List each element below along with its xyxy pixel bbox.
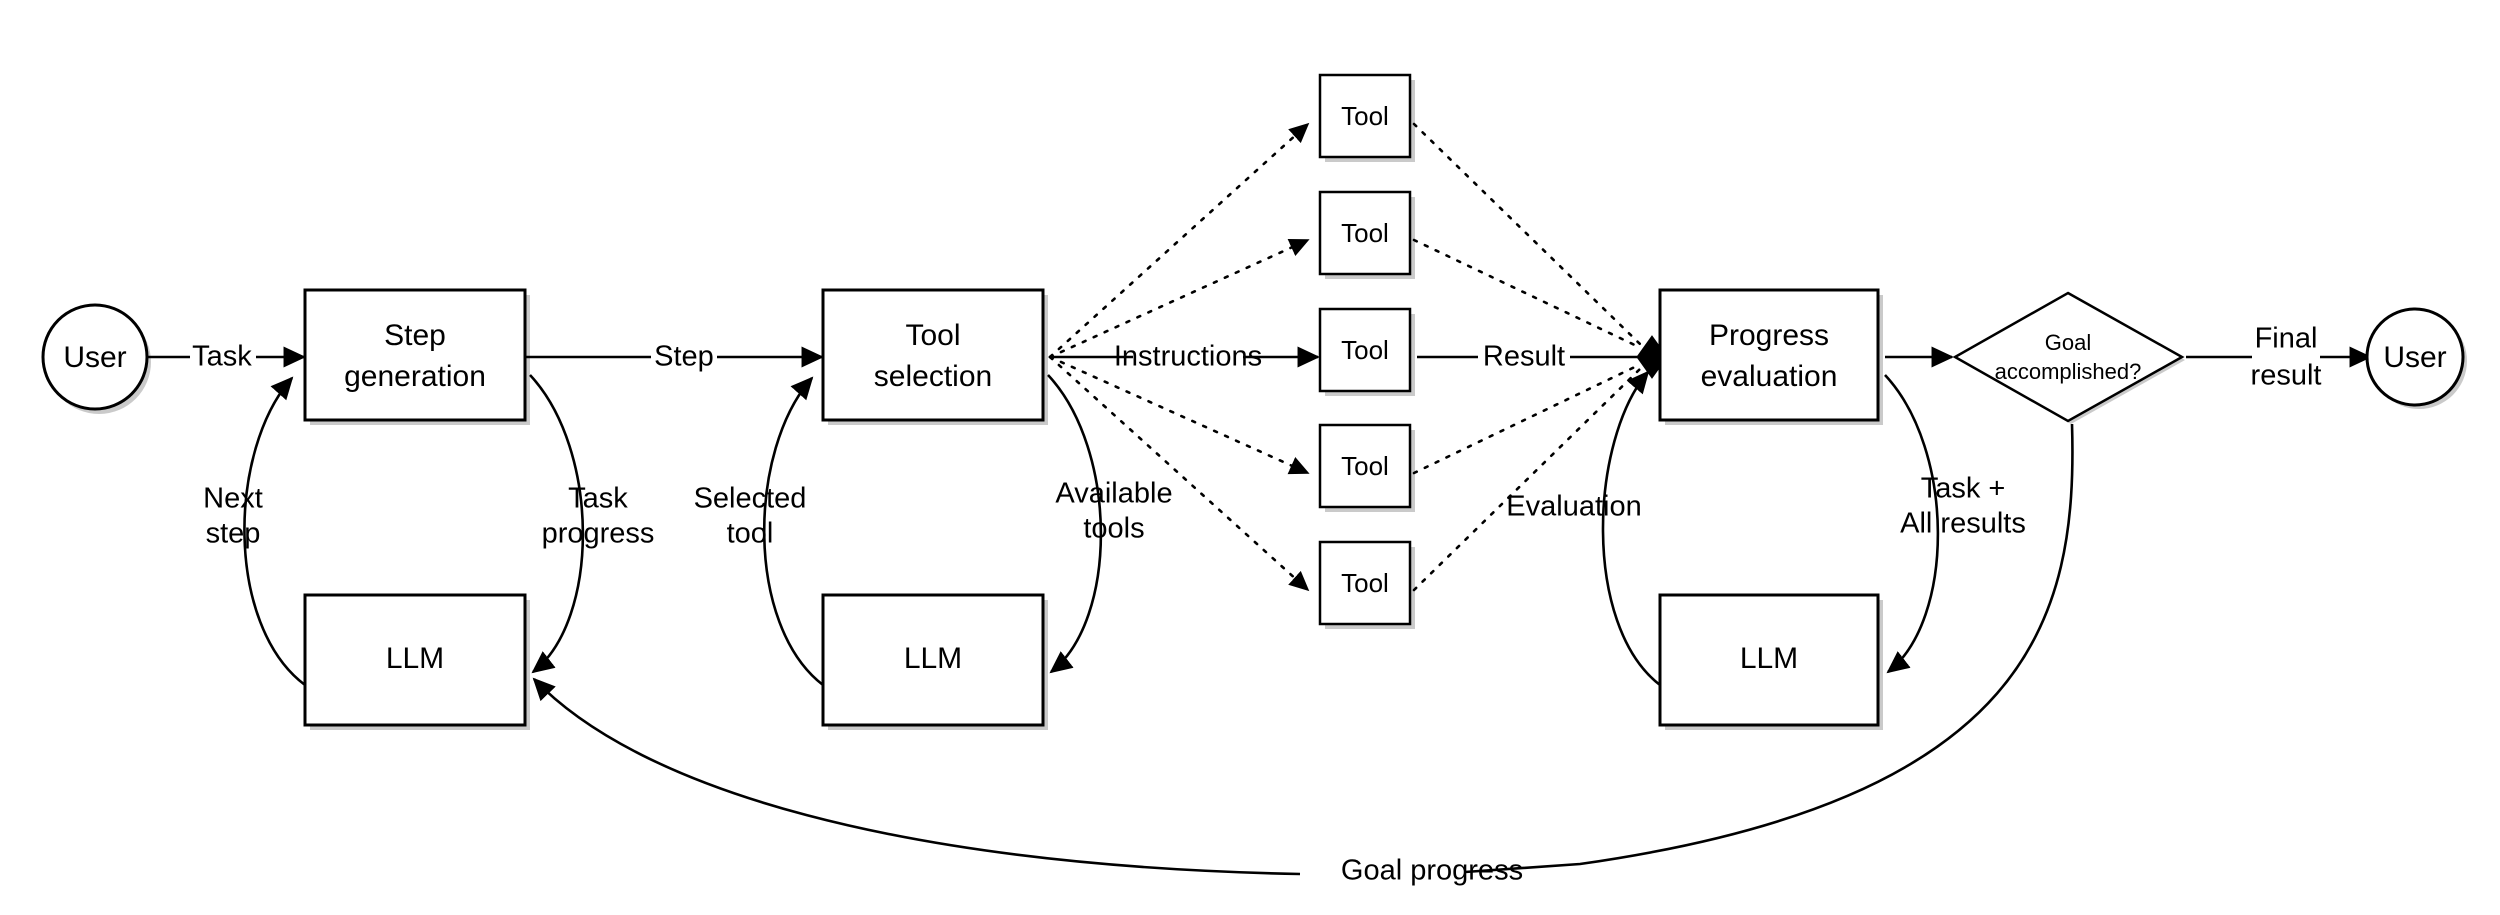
- edge-label-task-all-results-line1: Task +: [1921, 473, 2006, 505]
- edge-label-available-tools-line1: Available: [1055, 478, 1172, 510]
- edge-label-task-progress-line2: progress: [542, 518, 655, 550]
- node-llm-step-generation[interactable]: LLM: [303, 593, 527, 727]
- edge-tool-4-to-merge: [1412, 362, 1643, 475]
- edge-label-final-result-line1: Final: [2255, 323, 2318, 355]
- node-step-generation[interactable]: Step generation: [303, 288, 527, 422]
- edge-label-goal-progress: Goal progress: [1341, 855, 1523, 887]
- edge-label-layer: Task Step Instructions Result Final resu…: [192, 323, 2321, 887]
- edge-available-tools-tool-selection-to-llm: [1047, 374, 1103, 674]
- node-user-start[interactable]: User: [41, 303, 149, 411]
- tool-4-label: Tool: [1341, 451, 1389, 481]
- edge-label-task-all-results-line2: All results: [1900, 508, 2026, 540]
- progress-evaluation-label-line2: evaluation: [1701, 360, 1838, 393]
- edge-label-selected-tool-line2: tool: [727, 518, 774, 550]
- edge-label-task-progress-line1: Task: [568, 483, 628, 515]
- llm-step-generation-label: LLM: [386, 642, 444, 675]
- edge-task-all-results-progress-evaluation-to-llm: [1884, 374, 1940, 674]
- node-tool-selection[interactable]: Tool selection: [821, 288, 1045, 422]
- edge-label-evaluation: Evaluation: [1506, 491, 1641, 523]
- tool-3-label: Tool: [1341, 335, 1389, 365]
- edge-label-available-tools-line2: tools: [1083, 513, 1144, 545]
- node-tool-1[interactable]: Tool: [1318, 73, 1412, 159]
- edge-label-result: Result: [1483, 341, 1565, 373]
- edge-selected-tool-llm-to-tool-selection: [762, 376, 824, 687]
- llm-tool-selection-label: LLM: [904, 642, 962, 675]
- node-tool-5[interactable]: Tool: [1318, 540, 1412, 626]
- node-progress-evaluation[interactable]: Progress evaluation: [1658, 288, 1880, 422]
- edge-label-final-result-line2: result: [2251, 360, 2322, 392]
- edge-tool-selection-to-tool-5: [1048, 355, 1310, 592]
- edge-label-next-step-line1: Next: [203, 483, 263, 515]
- edge-tool-1-to-merge: [1412, 122, 1643, 347]
- node-user-end[interactable]: User: [2365, 307, 2465, 407]
- llm-progress-evaluation-label: LLM: [1740, 642, 1798, 675]
- edge-label-next-step-line2: step: [206, 518, 261, 550]
- edge-layer: [148, 122, 2372, 876]
- node-layer: User Step generation LLM Tool selection …: [41, 73, 2465, 727]
- edge-label-selected-tool-line1: Selected: [694, 483, 807, 515]
- tool-2-label: Tool: [1341, 218, 1389, 248]
- edge-task-progress-step-generation-to-llm: [529, 374, 585, 674]
- decision-label-line1: Goal: [2045, 330, 2091, 355]
- user-end-label: User: [2383, 341, 2446, 374]
- edge-goal-progress-to-llm-step-generation: [532, 677, 1301, 876]
- edge-tool-5-to-merge: [1412, 366, 1643, 592]
- tool-selection-label-line1: Tool: [905, 319, 960, 352]
- node-llm-tool-selection[interactable]: LLM: [821, 593, 1045, 727]
- edge-label-step: Step: [654, 341, 714, 373]
- node-tool-4[interactable]: Tool: [1318, 423, 1412, 509]
- edge-tool-selection-to-tool-2: [1048, 238, 1310, 359]
- tool-5-label: Tool: [1341, 568, 1389, 598]
- edge-next-step-llm-to-step-generation: [243, 376, 306, 687]
- progress-evaluation-label-line1: Progress: [1709, 319, 1829, 352]
- edge-label-task: Task: [192, 341, 252, 373]
- tool-1-label: Tool: [1341, 101, 1389, 131]
- edge-evaluation-llm-to-progress-evaluation: [1601, 370, 1661, 687]
- step-generation-label-line2: generation: [344, 360, 486, 393]
- step-generation-label-line1: Step: [384, 319, 446, 352]
- node-llm-progress-evaluation[interactable]: LLM: [1658, 593, 1880, 727]
- edge-label-instructions: Instructions: [1114, 341, 1262, 373]
- node-tool-2[interactable]: Tool: [1318, 190, 1412, 276]
- edge-goal-progress-decision-to-llm: [1464, 423, 2074, 874]
- node-decision-goal-accomplished[interactable]: Goal accomplished?: [1952, 291, 2185, 423]
- edge-tool-selection-to-tool-1: [1048, 122, 1310, 359]
- tool-selection-label-line2: selection: [874, 360, 992, 393]
- edge-tool-selection-to-tool-4: [1048, 355, 1310, 475]
- node-tool-3[interactable]: Tool: [1318, 307, 1412, 393]
- decision-label-line2: accomplished?: [1995, 359, 2142, 384]
- user-start-label: User: [63, 341, 126, 374]
- edge-tool-2-to-merge: [1412, 238, 1643, 350]
